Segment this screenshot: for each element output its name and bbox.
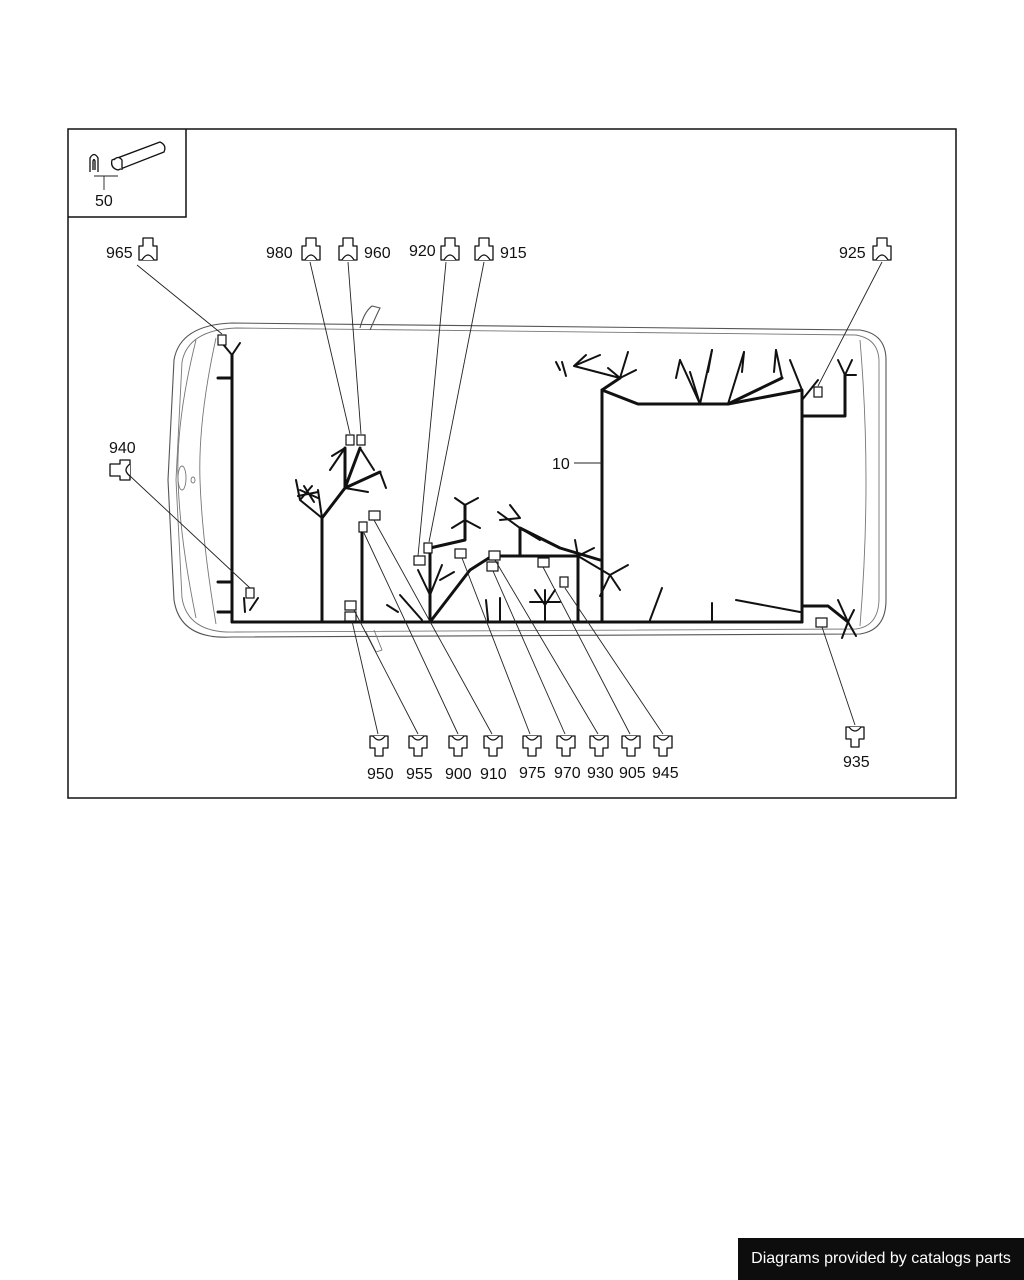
callout-label-940: 940: [109, 440, 136, 457]
callout-label-955: 955: [406, 766, 433, 783]
callout-label-935: 935: [843, 754, 870, 771]
callout-label-930: 930: [587, 765, 614, 782]
callout-label-960: 960: [364, 245, 391, 262]
leader-lines: [129, 261, 883, 735]
footer-text: Diagrams provided by catalogs parts: [751, 1250, 1011, 1267]
part-label-50: 50: [95, 193, 113, 210]
harness-connectors: [217, 334, 828, 628]
callout-label-965: 965: [106, 245, 133, 262]
callout-label-980: 980: [266, 245, 293, 262]
callout-label-915: 915: [500, 245, 527, 262]
vehicle-body-outline: [167, 305, 887, 653]
inset-edge-trim: 50: [68, 129, 187, 218]
callout-label-945: 945: [652, 765, 679, 782]
connector-pictograms: [109, 237, 892, 757]
callout-label-910: 910: [480, 766, 507, 783]
diagram-frame: [67, 128, 957, 799]
callout-label-10: 10: [552, 456, 570, 473]
callout-label-970: 970: [554, 765, 581, 782]
callout-label-905: 905: [619, 765, 646, 782]
callout-label-920: 920: [409, 243, 436, 260]
callout-label-925: 925: [839, 245, 866, 262]
footer-banner: Diagrams provided by catalogs parts: [738, 1238, 1024, 1280]
callout-label-900: 900: [445, 766, 472, 783]
wiring-harness: [216, 342, 857, 639]
callout-label-950: 950: [367, 766, 394, 783]
callout-label-975: 975: [519, 765, 546, 782]
